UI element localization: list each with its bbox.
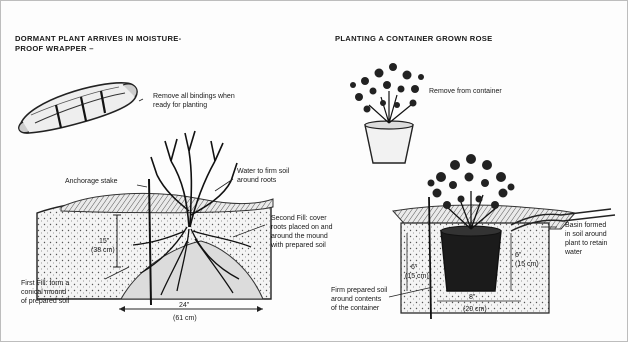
potted-rose-drawing xyxy=(350,63,424,163)
label-second-fill: Second Fill: cover roots placed on and a… xyxy=(271,214,333,250)
label-width-in: 24" xyxy=(179,301,189,310)
label-dim-6b-cm: (15 cm) xyxy=(515,260,539,269)
label-water-to-firm: Water to firm soil around roots xyxy=(237,167,289,185)
label-depth-cm: (38 cm) xyxy=(91,246,115,255)
label-firm-soil: Firm prepared soil around contents of th… xyxy=(331,286,387,313)
label-anchorage-stake: Anchorage stake xyxy=(65,177,118,186)
label-first-fill: First Fill: form a conical mound of prep… xyxy=(21,279,69,306)
wrapped-plant-drawing xyxy=(19,83,137,133)
label-dim-8-in: 8" xyxy=(469,293,475,302)
label-dim-6a-cm: (15 cm) xyxy=(405,272,429,281)
label-width-cm: (61 cm) xyxy=(173,314,197,323)
planting-hole-cross-section xyxy=(37,131,273,312)
label-dim-6a-in: 6" xyxy=(411,263,417,272)
label-remove-bindings: Remove all bindings when ready for plant… xyxy=(153,92,235,110)
label-basin: Basin formed in soil around plant to ret… xyxy=(565,221,607,257)
label-remove-from-container: Remove from container xyxy=(429,87,502,96)
label-dim-6b-in: 6" xyxy=(515,251,521,260)
left-heading: DORMANT PLANT ARRIVES IN MOISTURE- PROOF… xyxy=(15,34,181,54)
right-heading: PLANTING A CONTAINER GROWN ROSE xyxy=(335,34,493,44)
label-depth-in: 15" xyxy=(99,237,109,246)
label-dim-8-cm: (20 cm) xyxy=(463,305,487,314)
